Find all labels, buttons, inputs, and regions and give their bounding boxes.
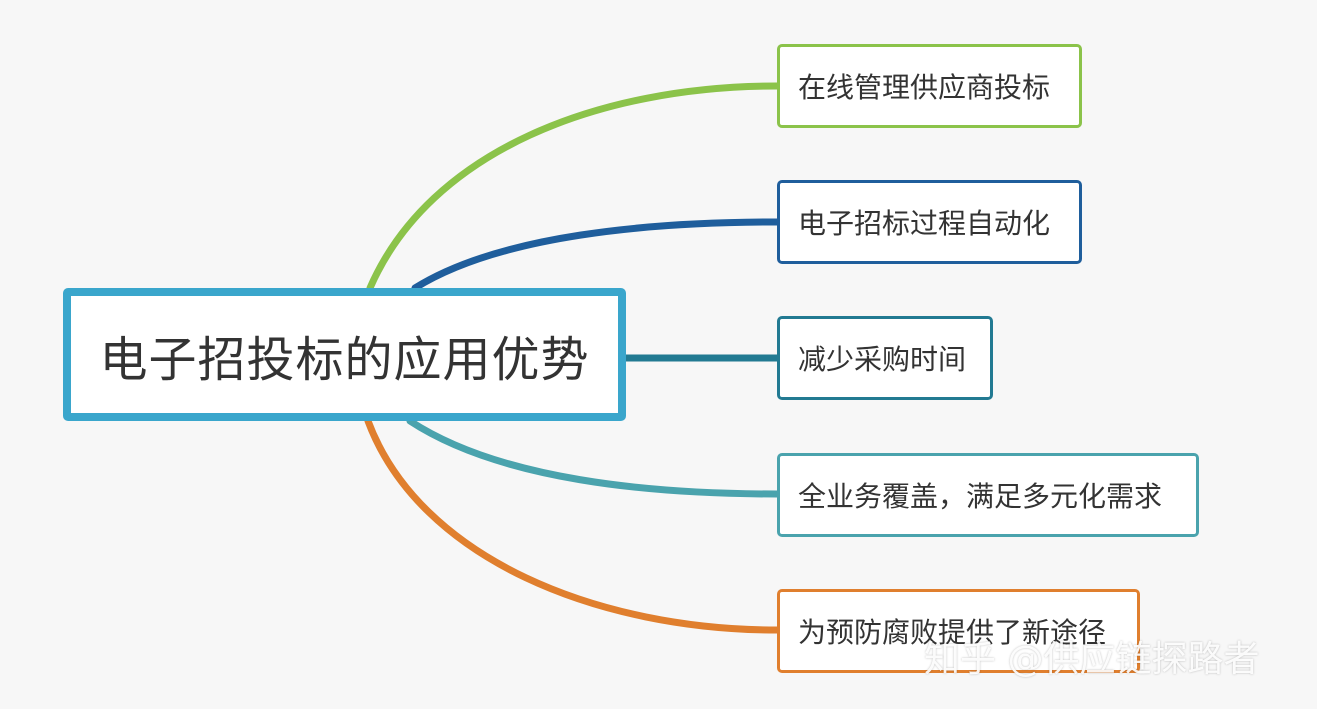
branch-label-1: 在线管理供应商投标 — [798, 71, 1051, 104]
central-topic: 电子招投标的应用优势 — [63, 288, 626, 421]
branch-node-4: 全业务覆盖，满足多元化需求 — [777, 453, 1199, 537]
branch-label-4: 全业务覆盖，满足多元化需求 — [798, 480, 1163, 513]
branch-node-5: 为预防腐败提供了新途径 — [777, 589, 1140, 673]
branch-label-3: 减少采购时间 — [798, 343, 967, 376]
branch-node-1: 在线管理供应商投标 — [777, 44, 1082, 128]
connector-branch-5 — [364, 417, 781, 634]
branch-node-3: 减少采购时间 — [777, 316, 993, 400]
connector-branch-4 — [406, 417, 781, 498]
branch-node-2: 电子招标过程自动化 — [777, 180, 1082, 264]
branch-label-5: 为预防腐败提供了新途径 — [798, 616, 1107, 649]
connector-branch-2 — [411, 218, 781, 292]
connector-branch-1 — [366, 82, 781, 292]
watermark: 知乎 @供应链探路者 — [924, 639, 1260, 680]
branch-label-2: 电子招标过程自动化 — [798, 207, 1051, 240]
